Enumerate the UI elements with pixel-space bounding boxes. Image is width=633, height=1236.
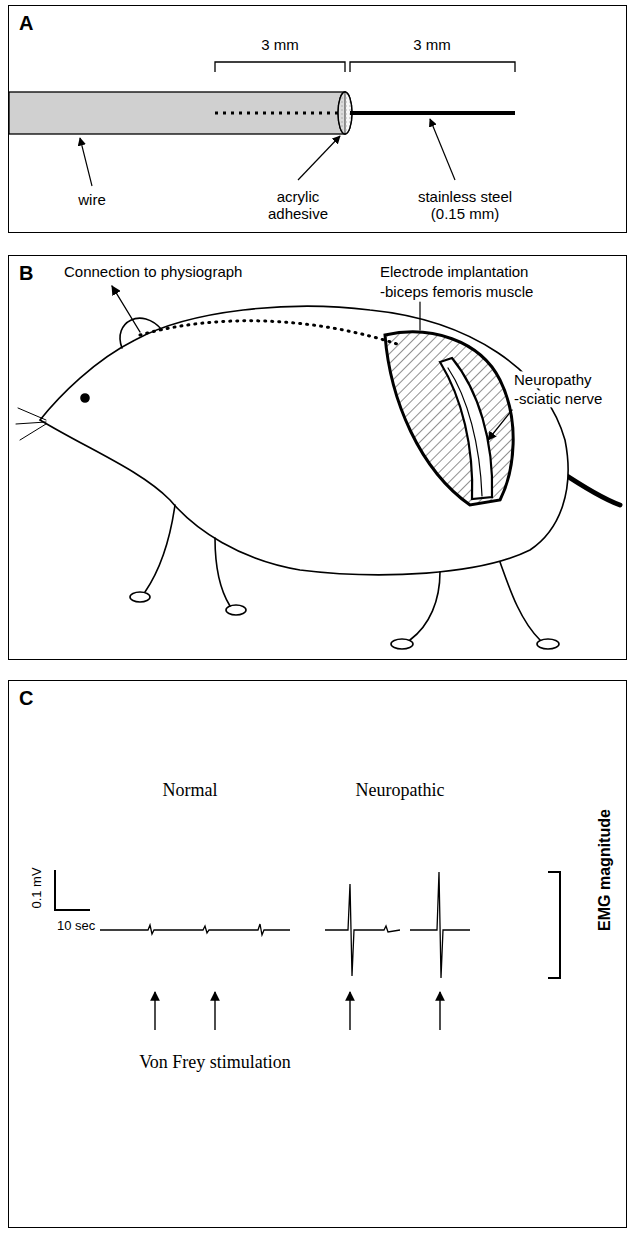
- implant-leader: [419, 302, 420, 330]
- rat-hindleg: [500, 562, 540, 640]
- rat-ear: [120, 318, 162, 348]
- neuropathic-trace: [410, 872, 470, 978]
- axis-label: EMG magnitude: [596, 807, 614, 933]
- rat-paw: [130, 592, 150, 602]
- panel-box: B: [8, 255, 627, 660]
- sciatic-nerve: [448, 368, 482, 496]
- panel-letter: A: [19, 12, 33, 34]
- stimulus-arrow: [439, 992, 440, 1030]
- rat-paw: [537, 639, 559, 649]
- electrode-drawing: [9, 62, 515, 186]
- wire-insulation: [9, 92, 345, 134]
- rat-hindleg: [410, 572, 440, 640]
- connection-arrow: [112, 286, 140, 332]
- rat-foreleg: [145, 505, 175, 592]
- panel-box: A: [8, 5, 627, 233]
- scale-bar: [55, 870, 90, 910]
- emg-traces: [55, 870, 560, 1030]
- dimension-bracket: [215, 62, 345, 72]
- part-label: stainless steel (0.15 mm): [401, 188, 530, 223]
- dimension-label: 3 mm: [259, 36, 301, 53]
- normal-trace: [100, 924, 290, 935]
- rat-paw: [391, 639, 413, 649]
- magnitude-bracket: [548, 872, 560, 978]
- leader-arrow: [298, 136, 340, 180]
- rat-foreleg: [215, 538, 230, 606]
- leader-arrow: [80, 138, 92, 186]
- scale-label: 10 sec: [55, 919, 97, 934]
- stimulus-arrow: [154, 992, 155, 1030]
- part-label: wire: [76, 191, 108, 208]
- callout-label: Connection to physiograph: [62, 263, 244, 280]
- panel-box: C: [8, 680, 627, 1228]
- leader-arrow: [430, 119, 455, 180]
- biceps-femoris-muscle: [385, 332, 513, 505]
- acrylic-adhesive-cap: [338, 92, 352, 134]
- stimulus-arrow: [214, 992, 215, 1030]
- panel-letter: B: [19, 262, 33, 284]
- sciatic-nerve-incision: [440, 358, 492, 499]
- cap-outline: [338, 92, 352, 134]
- callout-label: -sciatic nerve: [512, 390, 604, 407]
- stainless-steel-tip: [350, 111, 515, 115]
- panel-letter: C: [19, 687, 33, 709]
- electrode-wire: [140, 321, 400, 345]
- rat-body: [40, 306, 568, 575]
- rat-whiskers: [16, 408, 46, 440]
- part-label: acrylic adhesive: [256, 188, 340, 223]
- dimension-bracket: [350, 62, 515, 72]
- stimulus-arrow: [349, 992, 350, 1030]
- neuropathic-trace: [325, 884, 400, 976]
- rat-eye: [81, 394, 89, 402]
- callout-label: Neuropathy: [512, 371, 594, 388]
- stimulus-label: Von Frey stimulation: [137, 1052, 293, 1073]
- dimension-label: 3 mm: [411, 36, 453, 53]
- embedded-steel: [215, 112, 340, 115]
- rat-paw: [226, 605, 246, 615]
- condition-label: Normal: [161, 780, 220, 801]
- condition-label: Neuropathic: [354, 780, 447, 801]
- scale-label: 0.1 mV: [30, 865, 45, 910]
- neuropathy-arrow: [488, 410, 512, 440]
- rat-drawing: [16, 286, 620, 649]
- callout-label: -biceps femoris muscle: [378, 283, 535, 300]
- callout-label: Electrode implantation: [378, 263, 530, 280]
